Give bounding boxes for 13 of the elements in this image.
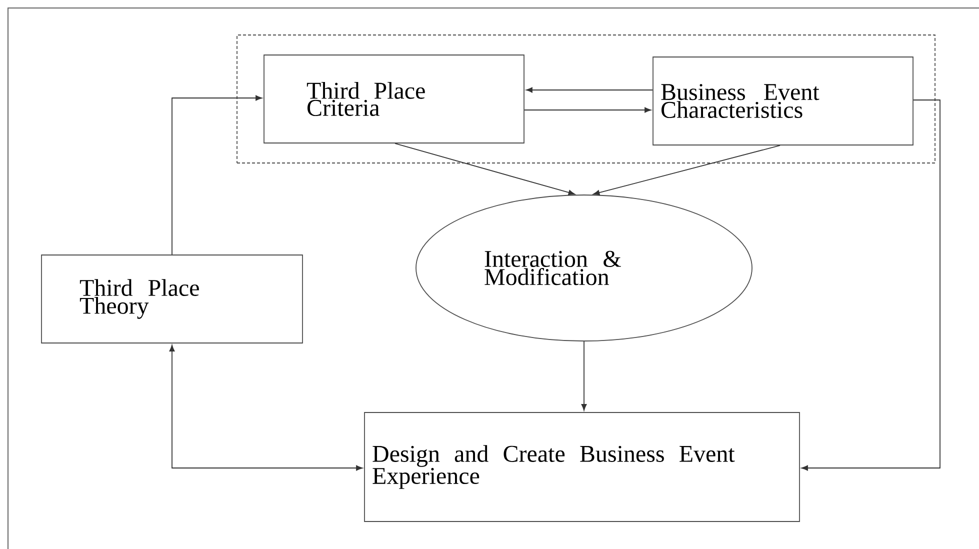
process-box: Third Place Criteria — [264, 54, 524, 144]
process-box: Third Place Theory — [41, 254, 303, 344]
arrow — [394, 143, 575, 196]
arrow — [524, 107, 652, 113]
process-box: Design and Create Business Event Experience — [364, 412, 800, 522]
process-box: Business Event Characteristics — [652, 56, 914, 146]
arrow — [801, 100, 940, 471]
arrow — [581, 341, 587, 411]
arrow — [172, 95, 262, 255]
group-frame — [236, 34, 936, 164]
arrow — [169, 344, 363, 471]
arrow — [593, 145, 780, 196]
arrow — [526, 87, 653, 93]
